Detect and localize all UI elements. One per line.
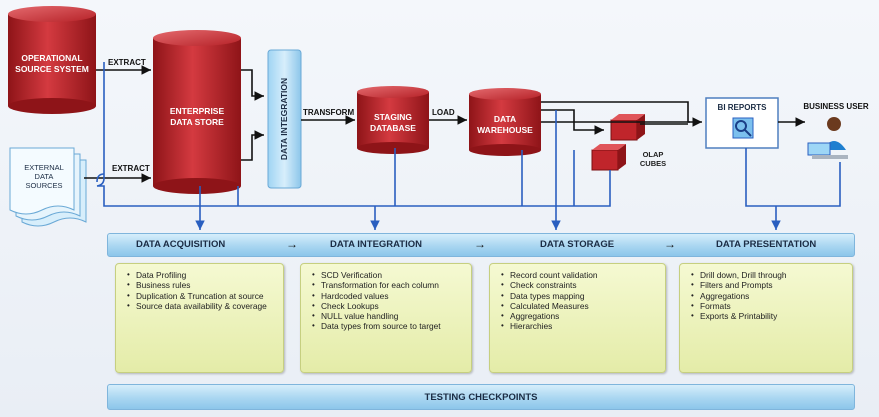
data-integration-bar xyxy=(267,49,302,189)
list-item: Calculated Measures xyxy=(501,301,659,312)
external-sources-label: EXTERNAL DATA SOURCES xyxy=(24,163,64,190)
list-item: Aggregations xyxy=(501,311,659,322)
list-item: Filters and Prompts xyxy=(691,280,846,291)
bi-reports-label: BI REPORTS xyxy=(717,103,767,112)
list-item: Check Lookups xyxy=(312,301,465,312)
external-sources-pages xyxy=(9,147,87,227)
phase-title-integration: DATA INTEGRATION xyxy=(330,239,422,250)
list-item: Data types mapping xyxy=(501,291,659,302)
list-item: Data Profiling xyxy=(127,270,277,281)
data-integration-label: DATA INTEGRATION xyxy=(279,77,290,161)
list-item: Aggregations xyxy=(691,291,846,302)
transform-label: TRANSFORM xyxy=(303,108,355,117)
list-item: Check constraints xyxy=(501,280,659,291)
acquisition-box: Data Profiling Business rules Duplicatio… xyxy=(115,263,284,373)
data-warehouse-label: DATA WAREHOUSE xyxy=(477,114,533,135)
presentation-box: Drill down, Drill through Filters and Pr… xyxy=(679,263,853,373)
integration-box: SCD Verification Transformation for each… xyxy=(300,263,472,373)
enterprise-store-cylinder xyxy=(153,30,241,194)
olap-cubes-label: OLAP CUBES xyxy=(639,150,667,168)
phase-band: DATA ACQUISITION → DATA INTEGRATION → DA… xyxy=(107,233,855,257)
business-user-icon xyxy=(807,117,848,159)
phase-arrow-3: → xyxy=(664,237,676,251)
enterprise-store-label: ENTERPRISE DATA STORE xyxy=(169,106,225,127)
operational-source-cylinder xyxy=(8,6,96,114)
data-integration-label-wrap: DATA INTEGRATION xyxy=(269,50,300,188)
list-item: Drill down, Drill through xyxy=(691,270,846,281)
phase-title-acquisition: DATA ACQUISITION xyxy=(136,239,226,250)
checkpoint-lines xyxy=(96,62,841,230)
list-item: Formats xyxy=(691,301,846,312)
olap-cubes-icon xyxy=(591,114,645,171)
business-user-label: BUSINESS USER xyxy=(803,102,869,111)
load-label: LOAD xyxy=(432,108,455,117)
list-item: NULL value handling xyxy=(312,311,465,322)
list-item: Duplication & Truncation at source xyxy=(127,291,277,302)
data-warehouse-cylinder xyxy=(469,88,541,156)
bi-reports-box xyxy=(705,97,779,149)
extract-label-top: EXTRACT xyxy=(108,58,146,67)
phase-title-storage: DATA STORAGE xyxy=(540,239,615,250)
phase-arrow-2: → xyxy=(474,237,486,251)
testing-checkpoints-band: TESTING CHECKPOINTS xyxy=(107,384,855,410)
list-item: Business rules xyxy=(127,280,277,291)
list-item: Source data availability & coverage xyxy=(127,301,277,312)
list-item: Transformation for each column xyxy=(312,280,465,291)
list-item: SCD Verification xyxy=(312,270,465,281)
testing-checkpoints-title: TESTING CHECKPOINTS xyxy=(424,391,538,403)
list-item: Hardcoded values xyxy=(312,291,465,302)
list-item: Data types from source to target xyxy=(312,321,465,332)
staging-db-cylinder xyxy=(357,86,429,154)
phase-arrow-1: → xyxy=(286,237,298,251)
extract-label-bottom: EXTRACT xyxy=(112,164,150,173)
phase-title-presentation: DATA PRESENTATION xyxy=(716,239,817,250)
storage-box: Record count validation Check constraint… xyxy=(489,263,666,373)
staging-db-label: STAGING DATABASE xyxy=(370,112,416,133)
list-item: Hierarchies xyxy=(501,321,659,332)
operational-source-label: OPERATIONAL SOURCE SYSTEM xyxy=(15,53,89,74)
list-item: Record count validation xyxy=(501,270,659,281)
data-flow-arrows xyxy=(84,65,805,183)
list-item: Exports & Printability xyxy=(691,311,846,322)
